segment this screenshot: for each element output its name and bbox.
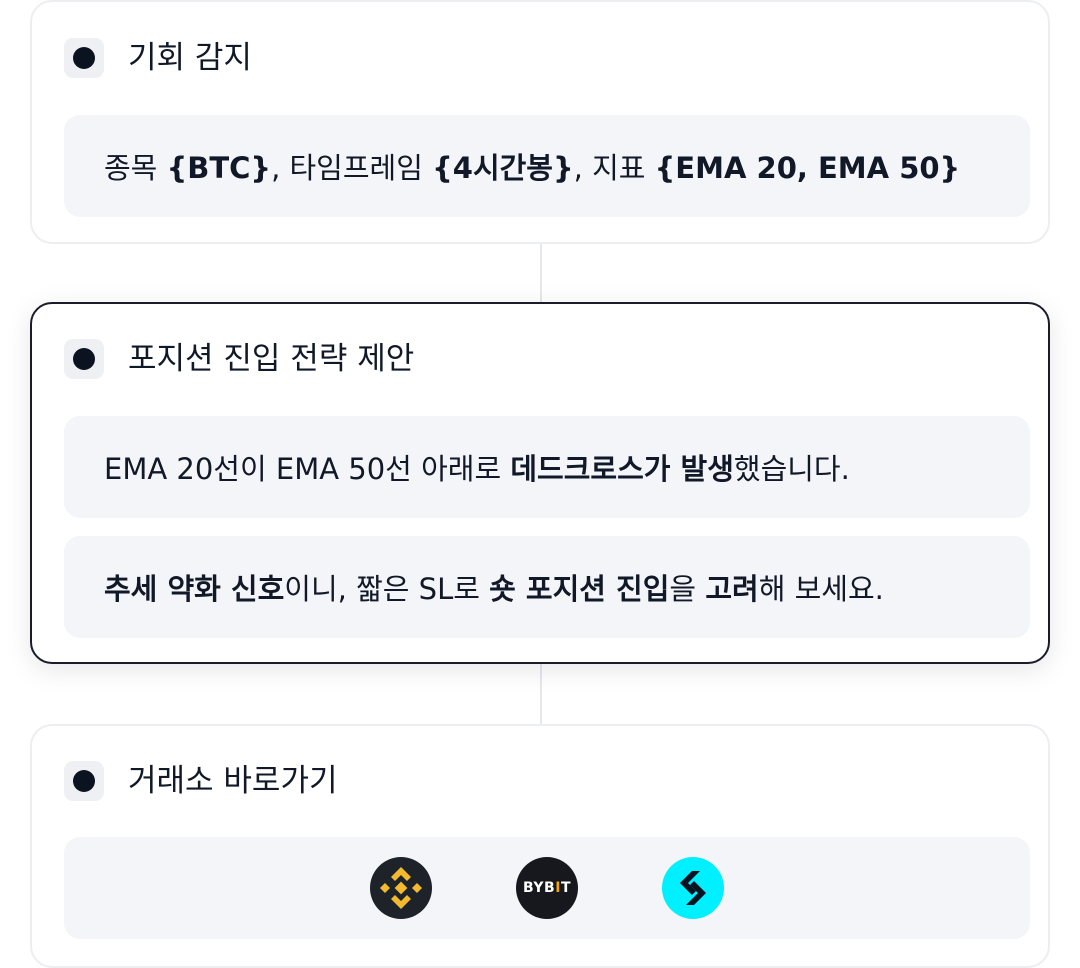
- text-segment: 종목: [104, 151, 167, 185]
- card-title: 포지션 진입 전략 제안: [128, 341, 415, 377]
- condition-panel: 종목 {BTC}, 타임프레임 {4시간봉}, 지표 {EMA 20, EMA …: [64, 115, 1030, 217]
- card-header: 거래소 바로가기: [64, 759, 338, 803]
- text-segment: 이니, 짧은 SL로: [284, 572, 490, 606]
- binance-mark: [380, 867, 422, 909]
- emphasized-text: 데드크로스가 발생: [510, 452, 734, 486]
- binance-logo-icon[interactable]: [370, 857, 432, 919]
- card-title: 기회 감지: [128, 40, 252, 76]
- bitget-logo-icon[interactable]: [662, 857, 724, 919]
- text-segment: 했습니다.: [733, 452, 850, 486]
- strategy-message-panel: EMA 20선이 EMA 50선 아래로 데드크로스가 발생했습니다.: [64, 416, 1030, 518]
- entry-strategy-card: 포지션 진입 전략 제안 EMA 20선이 EMA 50선 아래로 데드크로스가…: [30, 302, 1050, 664]
- text-segment: EMA 20선이 EMA 50선 아래로: [104, 452, 511, 486]
- text-segment: 해 보세요.: [758, 572, 884, 606]
- exchange-shortcut-card: 거래소 바로가기 BYBIT: [30, 724, 1050, 968]
- status-dot-icon: [64, 761, 104, 801]
- card-header: 포지션 진입 전략 제안: [64, 337, 414, 381]
- emphasized-text: 고려: [705, 572, 759, 606]
- text-segment: 을: [669, 572, 706, 606]
- exchange-logo-panel: BYBIT: [64, 837, 1030, 939]
- card-header: 기회 감지: [64, 36, 252, 80]
- emphasized-text: {BTC}: [166, 151, 272, 185]
- flow-connector: [540, 242, 542, 304]
- rich-text-line: 추세 약화 신호이니, 짧은 SL로 숏 포지션 진입을 고려해 보세요.: [104, 566, 884, 608]
- rich-text-line: EMA 20선이 EMA 50선 아래로 데드크로스가 발생했습니다.: [104, 446, 850, 488]
- emphasized-text: 숏 포지션 진입: [489, 572, 670, 606]
- bybit-wordmark: BYBIT: [523, 880, 571, 896]
- status-dot-icon: [64, 339, 104, 379]
- bybit-logo-icon[interactable]: BYBIT: [516, 857, 578, 919]
- emphasized-text: {4시간봉}: [432, 151, 574, 185]
- rich-text-line: 종목 {BTC}, 타임프레임 {4시간봉}, 지표 {EMA 20, EMA …: [104, 145, 960, 187]
- text-segment: , 지표: [573, 151, 655, 185]
- bitget-mark: [680, 871, 706, 905]
- flow-connector: [540, 662, 542, 726]
- emphasized-text: {EMA 20, EMA 50}: [654, 151, 961, 185]
- opportunity-detection-card: 기회 감지 종목 {BTC}, 타임프레임 {4시간봉}, 지표 {EMA 20…: [30, 0, 1050, 244]
- strategy-message-panel: 추세 약화 신호이니, 짧은 SL로 숏 포지션 진입을 고려해 보세요.: [64, 536, 1030, 638]
- card-title: 거래소 바로가기: [128, 763, 338, 799]
- status-dot-icon: [64, 38, 104, 78]
- emphasized-text: 추세 약화 신호: [104, 572, 285, 606]
- text-segment: , 타임프레임: [271, 151, 433, 185]
